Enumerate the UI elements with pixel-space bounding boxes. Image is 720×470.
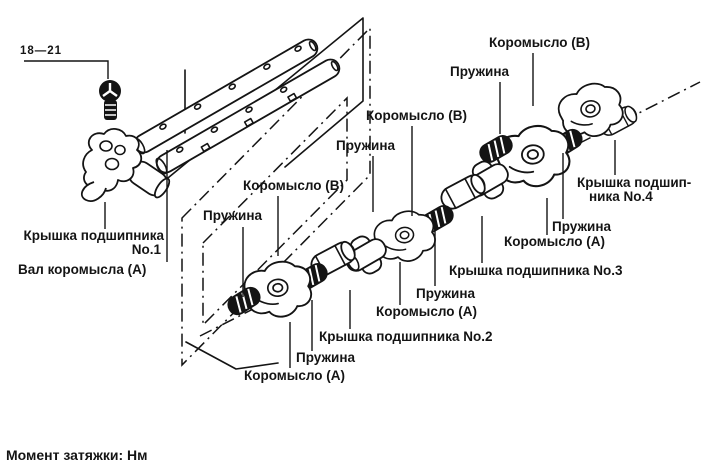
label-rocker-a-low: Коромысло (А) <box>244 368 345 383</box>
label-rocker-b-top: Коромысло (В) <box>489 35 590 50</box>
torque-spec-label: 18—21 <box>20 45 63 57</box>
label-spring-right: Пружина <box>552 219 611 234</box>
label-rocker-a-mid: Коромысло (А) <box>376 304 477 319</box>
label-rocker-b-left: Коромысло (В) <box>243 178 344 193</box>
bolt-icon <box>24 60 121 120</box>
label-bearing-cap-no4-line2: ника No.4 <box>589 189 653 204</box>
bearing-cap-no4-part <box>493 78 641 191</box>
leader-lines <box>104 53 616 368</box>
label-bearing-cap-no2: Крышка подшипника No.2 <box>319 329 493 344</box>
label-rocker-b-mid: Коромысло (В) <box>366 108 467 123</box>
label-bearing-cap-no1-line2: No.1 <box>131 242 161 257</box>
label-spring-left: Пружина <box>203 208 262 223</box>
label-spring-low: Пружина <box>296 350 355 365</box>
label-rocker-a-right: Коромысло (А) <box>504 234 605 249</box>
label-spring-top: Пружина <box>450 64 509 79</box>
label-rocker-shaft-a: Вал коромысла (А) <box>18 262 147 277</box>
rocker-shaft-tube-lower <box>155 58 341 175</box>
label-bearing-cap-no1-line1: Крышка подшипника <box>23 228 165 243</box>
label-bearing-cap-no4-line1: Крышка подшип- <box>577 175 692 190</box>
label-spring-mid: Пружина <box>336 138 395 153</box>
label-bearing-cap-no3: Крышка подшипника No.3 <box>449 263 623 278</box>
label-spring-mid-low: Пружина <box>416 286 475 301</box>
bearing-cap-no1-part <box>80 128 171 202</box>
bearing-cap-no2-part <box>223 227 395 321</box>
torque-footer-note: Момент затяжки: Нм <box>6 447 148 463</box>
